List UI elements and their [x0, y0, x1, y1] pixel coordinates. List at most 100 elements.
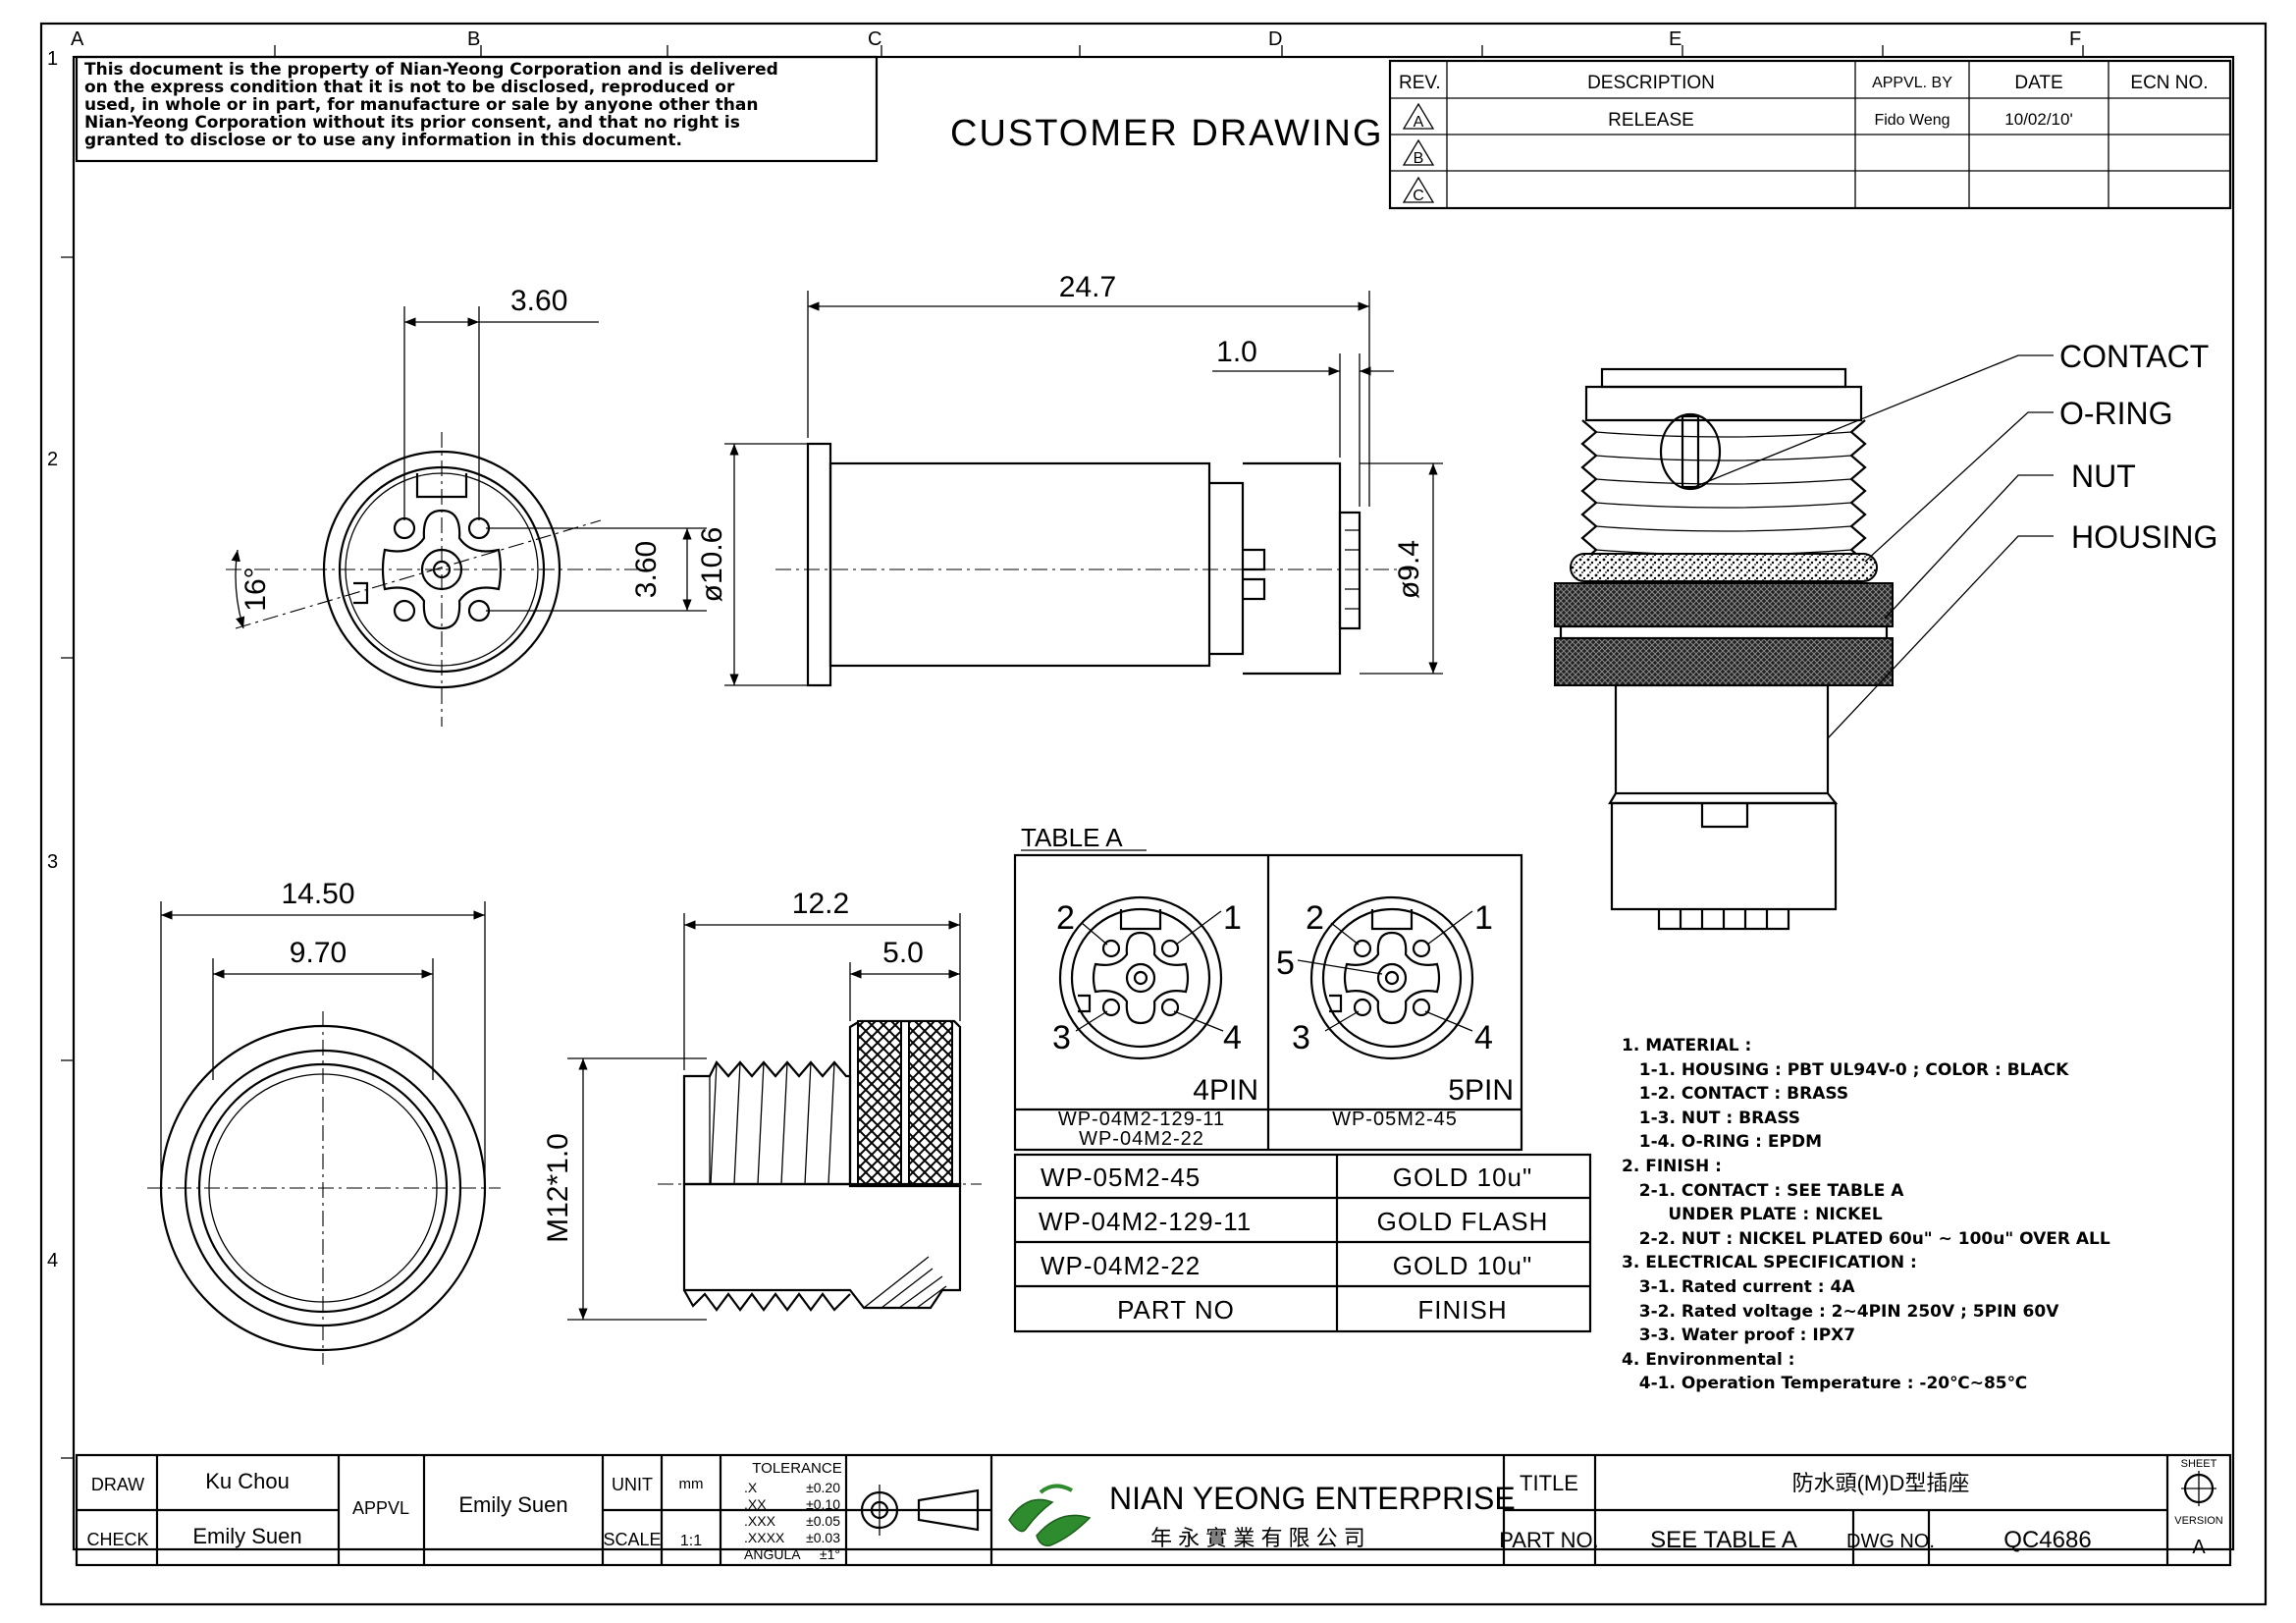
approved-header: APPVL. BY [1872, 75, 1952, 91]
sheet-symbol-icon [2181, 1471, 2216, 1506]
scale-value: 1:1 [680, 1533, 702, 1549]
note-line: 1-2. CONTACT : BRASS [1622, 1084, 1849, 1105]
svg-text:±0.10: ±0.10 [806, 1496, 840, 1512]
callout-contact: CONTACT [2059, 339, 2209, 374]
pinout-5pin: 2 1 5 3 4 5PIN [1276, 895, 1514, 1107]
knurled-nut-bottom [1554, 637, 1894, 686]
note-line: 2-2. NUT : NICKEL PLATED 60u" ~ 100u" OV… [1622, 1228, 2110, 1249]
grid-columns: A B C D E F [71, 28, 2081, 50]
section-knurl-1 [857, 1020, 902, 1187]
svg-text:C: C [1413, 188, 1424, 204]
dim-nut-outer: 14.50 [281, 878, 354, 910]
notice-box [75, 55, 879, 163]
outer-border [39, 22, 2268, 1606]
dim-side-dia-large: ø10.6 [696, 527, 728, 603]
note-line: UNDER PLATE : NICKEL [1622, 1205, 1883, 1225]
note-line: 2-1. CONTACT : SEE TABLE A [1622, 1180, 1904, 1201]
company-logo-icon [1008, 1484, 1092, 1547]
layout-5pin-label: 5PIN [1448, 1074, 1514, 1107]
note-line: 3-3. Water proof : IPX7 [1622, 1325, 1856, 1346]
dim-side-length: 24.7 [1059, 271, 1116, 303]
pinout-4pin: 2 1 3 4 4PIN [1052, 895, 1258, 1107]
rev-triangle-c: C [1402, 176, 1435, 204]
table-a: TABLE A 2 1 3 4 4PIN [1013, 823, 1592, 1333]
svg-text:PART NO: PART NO [1117, 1295, 1235, 1325]
note-line: 3-2. Rated voltage : 2~4PIN 250V ; 5PIN … [1622, 1301, 2059, 1322]
callout-o-ring: O-RING [2059, 396, 2173, 431]
dim-front-pin-h: 3.60 [510, 285, 567, 317]
front-view: 3.60 3.60 16° [226, 285, 707, 727]
layout-4pin-label: 4PIN [1193, 1074, 1258, 1107]
grid-rows: 1 2 3 4 [47, 48, 58, 1271]
dim-front-pin-v: 3.60 [630, 541, 663, 598]
pin-4p-2: 2 [1056, 899, 1075, 937]
grid-row-3: 3 [47, 851, 58, 873]
grid-col-c: C [868, 28, 881, 50]
note-line: 1-4. O-RING : EPDM [1622, 1132, 1822, 1153]
grid-col-e: E [1669, 28, 1682, 50]
section-view: 12.2 5.0 M12*1.0 [542, 888, 982, 1321]
grid-row-4: 4 [47, 1250, 58, 1271]
dim-nut-inner: 9.70 [290, 937, 347, 969]
tolerance-list: .X±0.20 .XX±0.10 .XXX±0.05 .XXXX±0.03 AN… [744, 1480, 840, 1562]
o-ring [1570, 553, 1878, 582]
company-chinese-name: 年 永 實 業 有 限 公 司 [1150, 1526, 1365, 1550]
svg-text:GOLD FLASH: GOLD FLASH [1377, 1207, 1549, 1236]
svg-text:GOLD 10u": GOLD 10u" [1393, 1163, 1533, 1192]
ecn-header: ECN NO. [2130, 73, 2208, 93]
side-view: 24.7 1.0 ø10.6 ø9.4 [696, 271, 1443, 687]
svg-text:.XX: .XX [744, 1496, 767, 1512]
note-line: 3. ELECTRICAL SPECIFICATION : [1622, 1253, 1917, 1273]
pin-5p-2: 2 [1306, 899, 1324, 937]
note-line: 4-1. Operation Temperature : -20℃~85℃ [1622, 1374, 2028, 1394]
svg-text:±0.05: ±0.05 [806, 1513, 840, 1529]
specification-notes: 1. MATERIAL : 1-1. HOUSING : PBT UL94V-0… [1622, 1034, 2110, 1396]
pin-5p-3: 3 [1292, 1019, 1310, 1056]
pin-5p-4: 4 [1474, 1019, 1493, 1056]
nut-front-view: 14.50 9.70 [147, 878, 501, 1365]
layout-4pin-part-1: WP-04M2-129-11 [1058, 1109, 1225, 1130]
svg-text:A: A [1414, 114, 1424, 131]
inner-border [72, 55, 2235, 1551]
note-line: 3-1. Rated current : 4A [1622, 1276, 1855, 1297]
draw-label: DRAW [91, 1475, 144, 1494]
grid-col-f: F [2069, 28, 2081, 50]
dim-side-dia-small: ø9.4 [1393, 540, 1425, 599]
drawing-title: CUSTOMER DRAWING [950, 113, 1384, 154]
rev-header: REV. [1399, 73, 1441, 93]
appvl-value: Emily Suen [458, 1492, 567, 1517]
grid-col-b: B [467, 28, 480, 50]
note-line: 1-1. HOUSING : PBT UL94V-0 ; COLOR : BLA… [1622, 1059, 2069, 1080]
sheet-label: SHEET [2181, 1458, 2217, 1470]
pin-5p-5: 5 [1276, 945, 1295, 982]
confidentiality-notice: This document is the property of Nian-Ye… [84, 61, 870, 149]
notice-line: granted to disclose or to use any inform… [84, 131, 682, 150]
pin-4p-1: 1 [1223, 899, 1242, 937]
notice-line: used, in whole or in part, for manufactu… [84, 95, 759, 115]
rev-a-approved: Fido Weng [1874, 112, 1949, 129]
svg-text:.X: .X [744, 1480, 758, 1495]
svg-text:B: B [1414, 150, 1424, 167]
notice-line: This document is the property of Nian-Ye… [84, 60, 778, 80]
grid-row-1: 1 [47, 48, 58, 70]
callout-housing: HOUSING [2071, 519, 2217, 555]
draw-value: Ku Chou [205, 1469, 290, 1493]
rev-triangle-a: A [1402, 102, 1435, 131]
title-value: 防水頭(M)D型插座 [1792, 1471, 1970, 1495]
pin-4p-3: 3 [1052, 1019, 1071, 1056]
title-label: TITLE [1520, 1471, 1578, 1495]
notice-line: on the express condition that it is not … [84, 78, 735, 97]
finish-row-3: WP-04M2-22 GOLD 10u" [1041, 1251, 1533, 1280]
svg-text:±1°: ±1° [820, 1546, 840, 1562]
dim-section-nut: 5.0 [882, 937, 924, 969]
description-header: DESCRIPTION [1587, 73, 1715, 93]
notice-line: Nian-Yeong Corporation without its prior… [84, 113, 740, 133]
rev-a-date: 10/02/10' [2004, 110, 2072, 129]
dim-section-length: 12.2 [792, 888, 849, 920]
svg-text:GOLD 10u": GOLD 10u" [1393, 1251, 1533, 1280]
check-value: Emily Suen [192, 1524, 301, 1548]
svg-text:±0.03: ±0.03 [806, 1530, 840, 1545]
version-label: VERSION [2174, 1515, 2223, 1527]
dim-front-angle: 16° [240, 567, 272, 611]
